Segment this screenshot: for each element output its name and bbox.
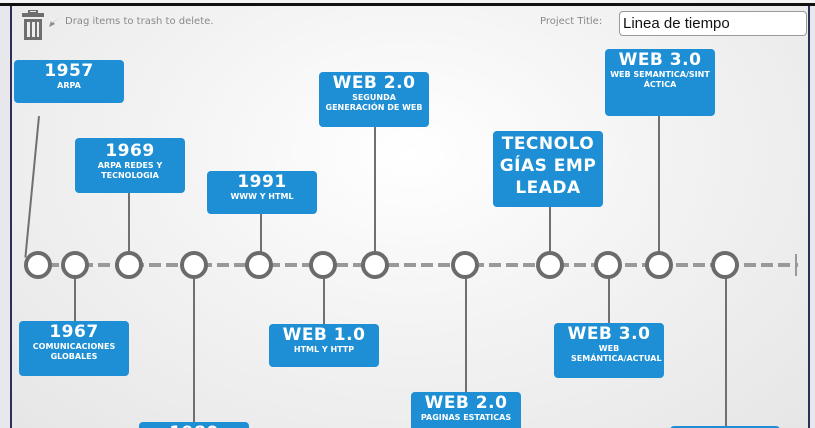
card-title: 1969: [105, 141, 155, 161]
card-title: WEB 2.0: [332, 73, 416, 93]
timeline-card[interactable]: 1967 COMUNICACIONES GLOBALES: [19, 321, 129, 376]
card-subtitle: ARPA: [57, 81, 81, 90]
trash-icon[interactable]: [22, 10, 44, 40]
window-top-strip: [0, 0, 815, 3]
timeline-card[interactable]: TECNOLOGÍAS EMPLEADA: [493, 131, 603, 207]
project-title-label: Project Title:: [540, 16, 603, 27]
timeline-node[interactable]: [61, 251, 89, 279]
connector-line: [608, 276, 610, 326]
trash-hint-text: Drag items to trash to delete.: [65, 16, 214, 27]
connector-line: [193, 276, 195, 422]
card-title: WEB 3.0: [567, 324, 651, 344]
timeline-node[interactable]: [115, 251, 143, 279]
connector-line: [374, 126, 376, 258]
timeline-node[interactable]: [645, 251, 673, 279]
timeline-canvas: Drag items to trash to delete. Project T…: [10, 6, 810, 428]
timeline-end-tick[interactable]: [795, 254, 797, 276]
trash-hint: Drag items to trash to delete.: [49, 16, 213, 27]
card-title: 1991: [237, 172, 287, 192]
connector-line: [549, 206, 551, 258]
timeline-axis: [30, 263, 798, 267]
connector-line: [465, 276, 467, 392]
timeline-card[interactable]: 1957 ARPA: [14, 60, 124, 103]
timeline-card[interactable]: WEB 1.0 HTML Y HTTP: [269, 324, 379, 367]
card-subtitle: SEGUNDA GENERACIÓN DE WEB: [325, 93, 423, 112]
connector-line: [24, 116, 40, 258]
timeline-node[interactable]: [451, 251, 479, 279]
timeline-node[interactable]: [711, 251, 739, 279]
card-title: WEB 2.0: [424, 393, 508, 413]
timeline-node[interactable]: [180, 251, 208, 279]
card-subtitle: ARPA REDES Y TECNOLOGIA: [97, 161, 163, 180]
timeline-node[interactable]: [594, 251, 622, 279]
card-subtitle: WWW Y HTML: [230, 192, 294, 201]
timeline-node[interactable]: [536, 251, 564, 279]
timeline-card[interactable]: 1980: [139, 422, 249, 428]
timeline-node[interactable]: [309, 251, 337, 279]
card-subtitle: PAGINAS ESTATICAS: [420, 413, 512, 422]
card-subtitle: WEB SEMÁNTICA/ACTUAL: [571, 344, 662, 363]
card-title: WEB 3.0: [618, 50, 702, 70]
timeline-card[interactable]: 1991 WWW Y HTML: [207, 171, 317, 214]
card-subtitle: WEB SEMANTICA/SINTÁCTICA: [610, 70, 710, 89]
connector-line: [128, 186, 130, 258]
card-title: TECNOLOGÍAS EMPLEADA: [499, 134, 597, 198]
card-title: 1967: [49, 322, 99, 342]
timeline-card[interactable]: 1969 ARPA REDES Y TECNOLOGIA: [75, 138, 185, 193]
timeline-node[interactable]: [361, 251, 389, 279]
card-title: 1980: [142, 424, 246, 428]
card-title: WEB 1.0: [282, 325, 366, 345]
connector-line: [74, 276, 76, 322]
timeline-node[interactable]: [245, 251, 273, 279]
timeline-card[interactable]: [670, 426, 780, 428]
timeline-card[interactable]: WEB 2.0 PAGINAS ESTATICAS: [411, 392, 521, 428]
arrow-down-left-icon: [49, 16, 61, 27]
connector-line: [323, 276, 325, 326]
timeline-node[interactable]: [24, 251, 52, 279]
connector-line: [725, 276, 727, 426]
timeline-card[interactable]: WEB 2.0 SEGUNDA GENERACIÓN DE WEB: [319, 72, 429, 127]
card-title: 1957: [44, 61, 94, 81]
connector-line: [658, 116, 660, 258]
timeline-card[interactable]: WEB 3.0 WEB SEMÁNTICA/ACTUAL: [554, 323, 664, 378]
project-title-input[interactable]: [619, 11, 807, 36]
timeline-card[interactable]: WEB 3.0 WEB SEMANTICA/SINTÁCTICA: [605, 49, 715, 116]
connector-line: [260, 211, 262, 258]
card-subtitle: HTML Y HTTP: [293, 345, 355, 354]
card-subtitle: COMUNICACIONES GLOBALES: [32, 342, 116, 361]
window-top-bar: [0, 3, 815, 6]
